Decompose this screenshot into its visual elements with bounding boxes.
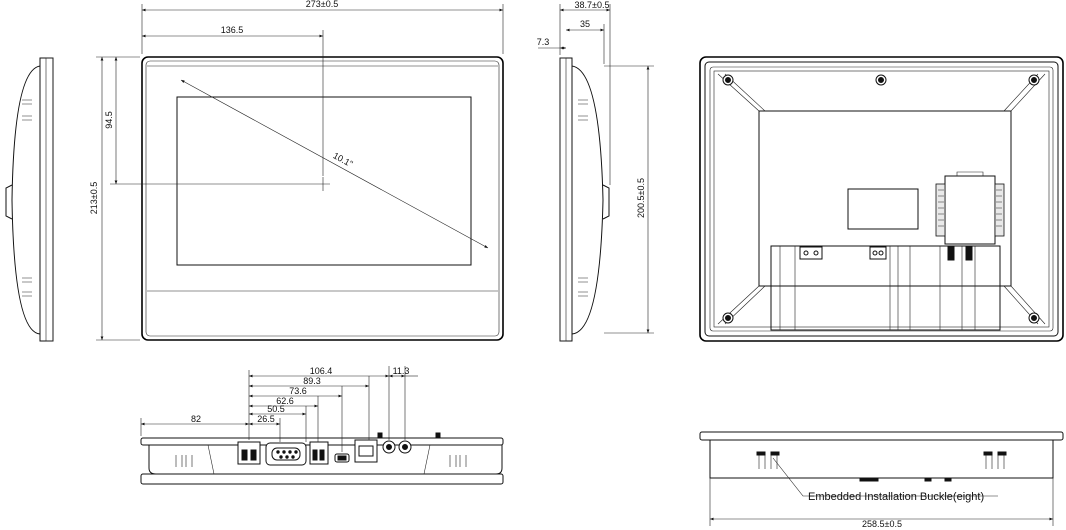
bottom-dim-7: 82 — [191, 414, 201, 424]
inner-depth-dim: 35 — [580, 19, 590, 29]
bottom-dim-4: 62.6 — [276, 396, 294, 406]
cutout-height-dim: 200.5±0.5 — [636, 178, 646, 218]
rear-view — [699, 56, 1064, 342]
bottom-view — [140, 432, 504, 485]
left-side-profile — [5, 57, 54, 342]
depth-dim: 38.7±0.5 — [575, 0, 610, 10]
bottom-dim-6: 26.5 — [257, 414, 275, 424]
cutout-width-dim: 258.5±0.5 — [862, 519, 902, 529]
half-width-dim: 136.5 — [221, 25, 244, 35]
side-view-dimensions: 38.7±0.5 35 7.3 200.5±0.5 — [537, 0, 654, 334]
bottom-dim-5: 50.5 — [267, 404, 285, 414]
right-side-profile — [559, 57, 610, 342]
bottom-view-dimensions: 106.4 89.3 73.6 62.6 50.5 26.5 82 11.3 — [140, 366, 418, 452]
bottom-dim-8: 11.3 — [393, 366, 410, 376]
half-height-dim: 94.5 — [104, 111, 114, 129]
bottom-dim-1: 106.4 — [310, 366, 333, 376]
diagonal-size-label: 10.1" — [331, 150, 354, 169]
bezel-dim: 7.3 — [537, 37, 550, 47]
overall-height-dim: 213±0.5 — [89, 182, 99, 214]
front-view: 10.1" — [141, 56, 504, 341]
bottom-dim-3: 73.6 — [289, 386, 307, 396]
installation-buckle-callout: Embedded Installation Buckle(eight) — [808, 491, 984, 503]
front-view-dimensions: 273±0.5 136.5 213±0.5 94.5 — [89, 0, 504, 341]
screw-icon — [722, 74, 1040, 324]
bottom-dim-2: 89.3 — [303, 376, 321, 386]
installation-view: Embedded Installation Buckle(eight) 258.… — [699, 431, 1064, 529]
overall-width-dim: 273±0.5 — [306, 0, 338, 9]
